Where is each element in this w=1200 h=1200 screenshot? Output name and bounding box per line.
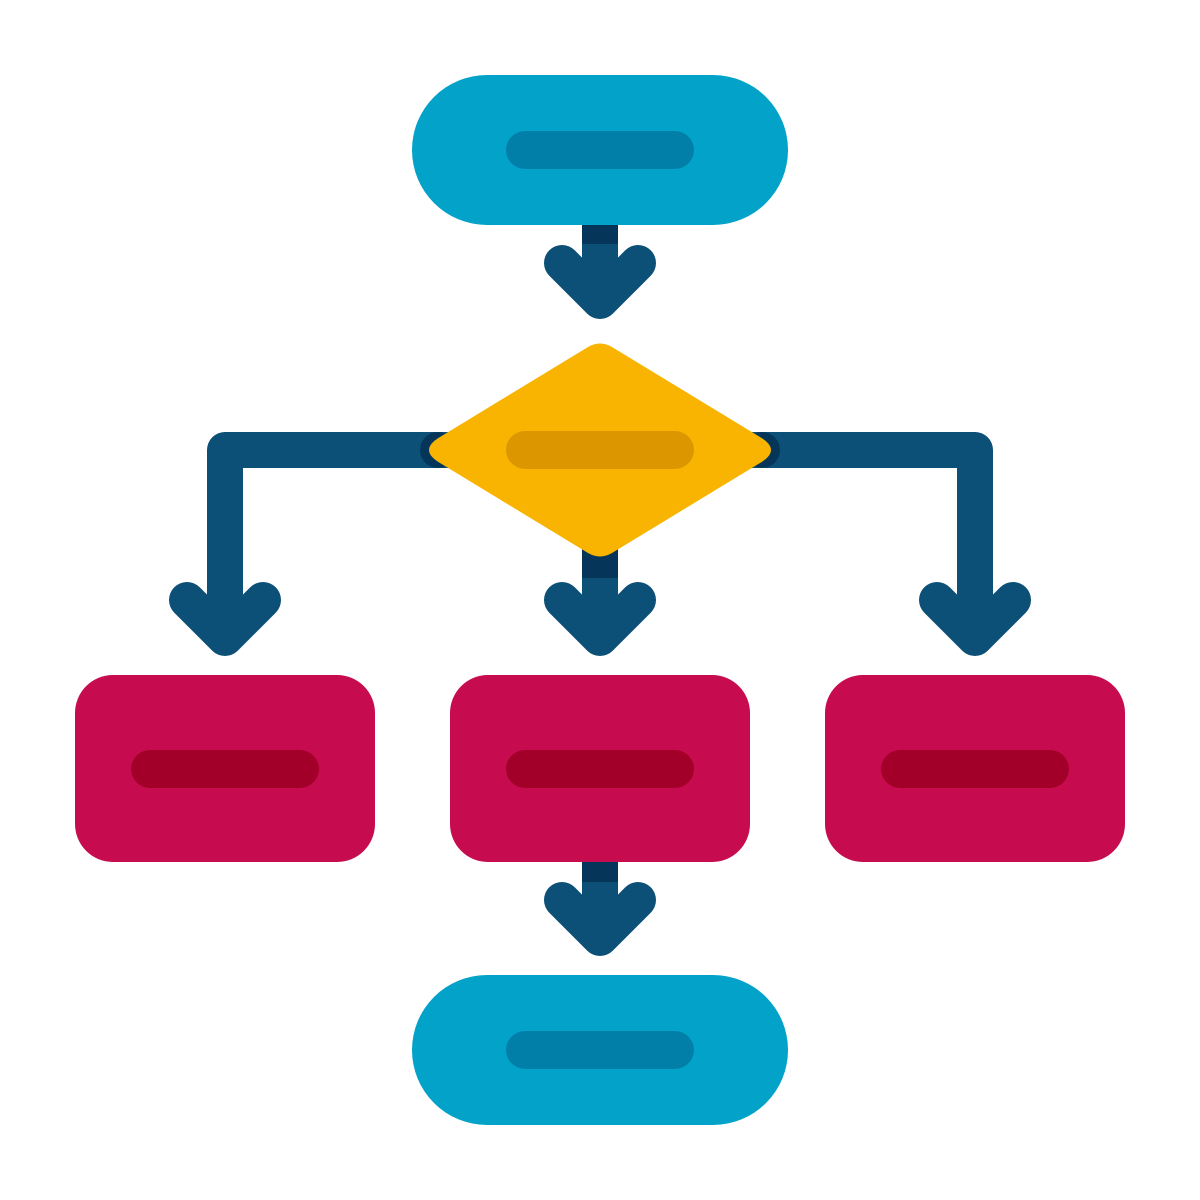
edge-start-to-decision [544,222,656,319]
start-terminal-node [412,75,788,225]
label-placeholder [881,750,1069,788]
process-center-node [450,675,750,862]
connector-joint [582,222,618,244]
label-placeholder [506,131,694,169]
arrowhead-icon [919,582,1031,656]
process-right-node [825,675,1125,862]
label-placeholder [506,750,694,788]
edge-decision-to-process-right [732,432,1031,656]
label-placeholder [506,431,694,469]
arrowhead-icon [169,582,281,656]
decision-node [429,343,771,557]
process-left-node [75,675,375,862]
label-placeholder [506,1031,694,1069]
arrowhead-icon [544,882,656,956]
edge-decision-to-process-left [169,432,468,656]
edge-process-center-to-end [544,858,656,956]
connector-line [207,432,468,650]
arrowhead-icon [544,582,656,656]
end-terminal-node [412,975,788,1125]
connector-line [732,432,993,650]
arrowhead-icon [544,245,656,319]
label-placeholder [131,750,319,788]
